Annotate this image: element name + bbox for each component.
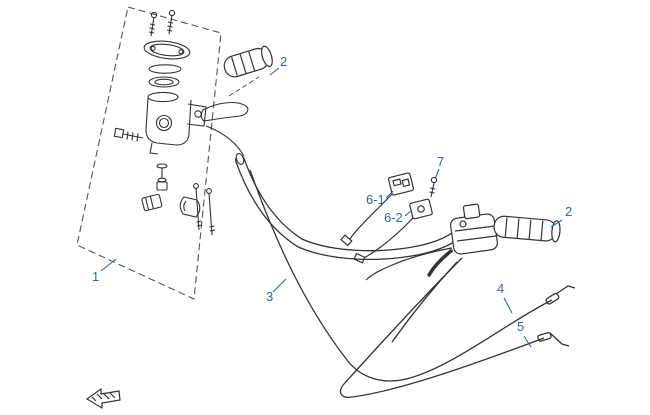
cap-oring — [148, 64, 182, 74]
throttle-cables — [249, 169, 576, 398]
callout-6-2: 6-2 — [384, 210, 403, 225]
cable-5-line — [339, 257, 545, 398]
callout-2-left: 2 — [280, 54, 287, 69]
switch-6-1 — [387, 172, 415, 196]
clamp-bolts — [193, 183, 216, 236]
diaphragm — [148, 76, 180, 88]
callouts: 1 2 2 3 4 5 6-1 6-2 7 — [92, 54, 572, 348]
leader-2-right — [550, 219, 563, 228]
brake-master-cylinder-assembly — [113, 9, 249, 236]
brake-hose — [205, 125, 245, 157]
brake-light-switch — [141, 193, 163, 212]
grip-alignment-guide — [228, 76, 260, 97]
cable-5-end-fitting — [537, 332, 570, 347]
cable-strand — [391, 261, 458, 343]
reservoir-cap — [143, 40, 191, 60]
pivot-hardware — [156, 163, 168, 191]
callout-3: 3 — [266, 289, 273, 304]
callout-2-right: 2 — [565, 204, 572, 219]
assembly-boundary — [76, 6, 222, 300]
callout-7: 7 — [437, 154, 444, 169]
callout-6-1: 6-1 — [366, 192, 385, 207]
front-direction-arrow-icon — [85, 387, 121, 410]
right-grip — [493, 215, 561, 243]
leader-5 — [523, 335, 532, 348]
callout-5: 5 — [517, 319, 524, 334]
leader-6-2 — [404, 209, 413, 217]
reservoir-body — [145, 91, 207, 155]
clamp-bolt-left — [113, 127, 144, 142]
switch-6-2 — [409, 198, 433, 220]
leader-7 — [434, 168, 440, 180]
switch-wires — [340, 192, 453, 281]
callout-1: 1 — [92, 269, 99, 284]
cable-4-end-fitting — [545, 285, 576, 305]
leader-2-left — [269, 67, 280, 76]
left-grip — [223, 45, 273, 78]
switch-screw — [429, 176, 438, 198]
right-switch-housing — [427, 203, 498, 277]
leader-1 — [100, 258, 117, 272]
leader-4 — [503, 297, 513, 314]
handlebar-tube — [235, 153, 464, 261]
brake-lever — [200, 101, 249, 122]
leader-3 — [272, 278, 287, 293]
cable-4-line — [249, 169, 553, 382]
leader-6-1 — [385, 190, 394, 199]
callout-4: 4 — [497, 281, 504, 296]
handlebar-clamp — [179, 196, 201, 218]
cap-screws — [148, 9, 176, 37]
